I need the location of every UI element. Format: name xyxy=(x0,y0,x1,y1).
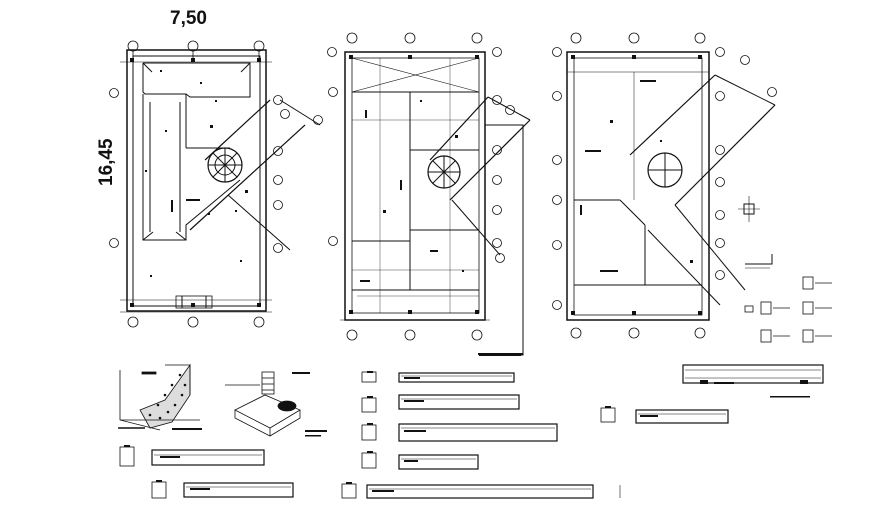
grid-bubbles-top-middle xyxy=(327,32,502,57)
grid-bubbles-top-right xyxy=(552,32,725,57)
isometric-stone-footing xyxy=(118,363,202,431)
grid-bubbles-bottom-left xyxy=(127,316,265,328)
floor-plan-middle xyxy=(327,32,531,356)
dimension-width-label: 7,50 xyxy=(170,8,207,29)
isometric-column-footing xyxy=(225,371,327,437)
beam-details xyxy=(119,354,824,499)
grid-bubbles-side-right xyxy=(552,55,777,310)
grid-bubbles-bottom-right xyxy=(570,327,706,339)
grid-bubbles-side-middle xyxy=(328,87,515,263)
grid-bubbles-top-left xyxy=(127,40,265,62)
column-marks-left xyxy=(130,58,261,307)
column-marks-right xyxy=(571,55,702,315)
floor-plan-left xyxy=(109,40,323,328)
column-marks-middle xyxy=(349,55,523,355)
dimension-height-label: 16,45 xyxy=(96,138,117,186)
grid-bubbles-bottom-middle xyxy=(346,329,483,341)
floor-plan-right xyxy=(552,32,777,339)
grid-bubbles-side-left xyxy=(109,88,323,253)
column-details-right xyxy=(744,276,832,343)
